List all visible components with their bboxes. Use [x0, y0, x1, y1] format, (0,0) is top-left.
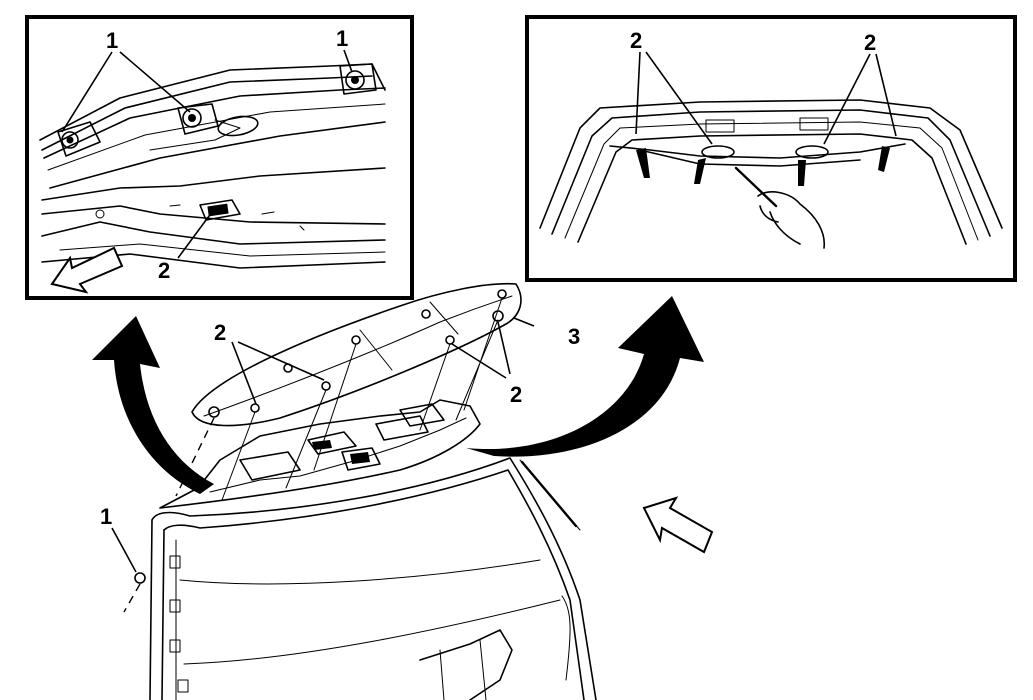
callout-left-inset-1a: 1 [106, 28, 118, 53]
direction-arrow-icon [50, 246, 124, 294]
callout-right-inset-2a: 2 [630, 28, 642, 53]
callout-left-inset-2: 2 [158, 258, 170, 283]
callout-main-2-right: 2 [510, 382, 522, 407]
curved-arrow-right-icon [466, 296, 704, 457]
curved-arrow-left-icon [92, 316, 214, 494]
callout-left-inset-1b: 1 [336, 26, 348, 51]
left-inset-detail: 1 1 2 [25, 15, 414, 300]
clip-arrows [636, 146, 890, 186]
rear-spoiler [191, 282, 522, 427]
main-liftgate-view: 2 3 2 1 [100, 282, 714, 700]
right-inset-detail: 2 2 [525, 15, 1017, 282]
fastener-boss [177, 103, 219, 135]
callout-main-1: 1 [100, 504, 112, 529]
callout-main-2-left: 2 [214, 320, 226, 345]
view-direction-arrow-icon [642, 496, 714, 554]
callout-right-inset-2b: 2 [864, 30, 876, 55]
retainer-clip [199, 199, 241, 221]
fastener-boss [339, 63, 377, 95]
hand-icon [757, 191, 825, 249]
callout-main-3: 3 [568, 324, 580, 349]
screwdriver-icon [734, 166, 778, 208]
fastener-boss [57, 121, 101, 157]
